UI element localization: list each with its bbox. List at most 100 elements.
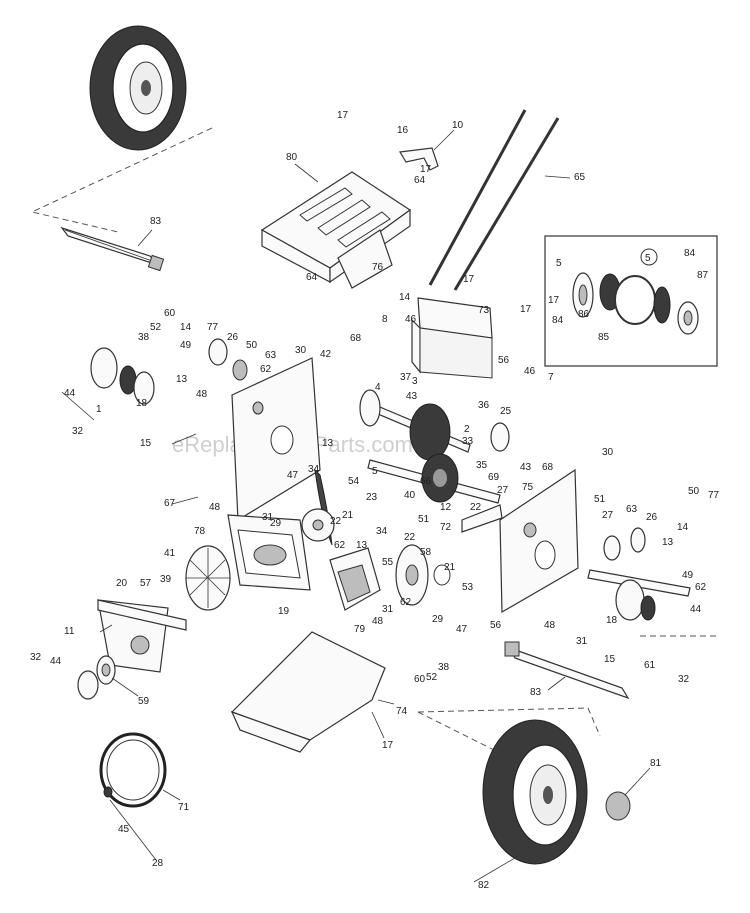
callout-8: 8 bbox=[382, 314, 388, 325]
callout-44: 44 bbox=[690, 604, 702, 615]
callout-22: 22 bbox=[470, 502, 482, 513]
callout-11: 11 bbox=[64, 626, 75, 637]
callout-10: 10 bbox=[452, 120, 464, 131]
callout-14: 14 bbox=[180, 322, 192, 333]
callout-13: 13 bbox=[176, 374, 188, 385]
callout-69: 69 bbox=[488, 472, 500, 483]
callout-40: 40 bbox=[404, 490, 416, 501]
callout-72: 72 bbox=[440, 522, 452, 533]
callout-68: 68 bbox=[350, 333, 362, 344]
callout-1: 1 bbox=[96, 404, 102, 415]
callout-26: 26 bbox=[227, 332, 239, 343]
callout-65: 65 bbox=[574, 172, 586, 183]
callout-32: 32 bbox=[30, 652, 42, 663]
callout-48: 48 bbox=[372, 616, 384, 627]
callout-31: 31 bbox=[262, 512, 274, 523]
callout-20: 20 bbox=[116, 578, 128, 589]
callout-78: 78 bbox=[194, 526, 206, 537]
callout-27: 27 bbox=[602, 510, 614, 521]
callout-41: 41 bbox=[164, 548, 176, 559]
callout-17: 17 bbox=[463, 274, 475, 285]
callout-2: 2 bbox=[464, 424, 470, 435]
callout-66: 66 bbox=[420, 476, 432, 487]
callout-26: 26 bbox=[646, 512, 658, 523]
callout-25: 25 bbox=[500, 406, 512, 417]
callout-48: 48 bbox=[544, 620, 556, 631]
axle-top bbox=[60, 226, 165, 272]
callout-12: 12 bbox=[440, 502, 452, 513]
callout-43: 43 bbox=[406, 391, 418, 402]
callout-48: 48 bbox=[209, 502, 221, 513]
callout-62: 62 bbox=[334, 540, 346, 551]
callout-62: 62 bbox=[400, 597, 412, 608]
callout-53: 53 bbox=[462, 582, 474, 593]
callout-14: 14 bbox=[399, 292, 411, 303]
callout-44: 44 bbox=[50, 656, 62, 667]
callout-29: 29 bbox=[270, 518, 282, 529]
callout-81: 81 bbox=[650, 758, 662, 769]
callout-86: 86 bbox=[578, 309, 590, 320]
callout-28: 28 bbox=[152, 858, 164, 869]
callout-34: 34 bbox=[308, 464, 320, 475]
callout-38: 38 bbox=[438, 662, 450, 673]
callout-23: 23 bbox=[366, 492, 378, 503]
handle-cover bbox=[260, 171, 412, 289]
callout-63: 63 bbox=[626, 504, 638, 515]
callout-21: 21 bbox=[342, 510, 354, 521]
callout-29: 29 bbox=[432, 614, 444, 625]
callout-18: 18 bbox=[606, 615, 618, 626]
callout-13: 13 bbox=[356, 540, 368, 551]
callout-7: 7 bbox=[548, 372, 554, 383]
callout-17: 17 bbox=[548, 295, 560, 306]
callout-82: 82 bbox=[478, 880, 490, 891]
callout-32: 32 bbox=[72, 426, 84, 437]
callout-42: 42 bbox=[320, 349, 332, 360]
callout-87: 87 bbox=[697, 270, 709, 281]
callout-34: 34 bbox=[376, 526, 388, 537]
callout-77: 77 bbox=[207, 322, 219, 333]
callout-63: 63 bbox=[265, 350, 277, 361]
callout-16: 16 bbox=[397, 125, 409, 136]
callout-43: 43 bbox=[520, 462, 532, 473]
callout-62: 62 bbox=[260, 364, 272, 375]
callout-30: 30 bbox=[295, 345, 307, 356]
callout-84: 84 bbox=[552, 315, 564, 326]
callout-5: 5 bbox=[372, 466, 378, 477]
callout-50: 50 bbox=[688, 486, 700, 497]
callout-50: 50 bbox=[246, 340, 258, 351]
callout-59: 59 bbox=[138, 696, 150, 707]
callout-17: 17 bbox=[382, 740, 394, 751]
callout-85: 85 bbox=[598, 332, 610, 343]
inset-box bbox=[544, 235, 718, 367]
callout-36: 36 bbox=[478, 400, 490, 411]
callout-17: 17 bbox=[337, 110, 349, 121]
callout-30: 30 bbox=[602, 447, 614, 458]
callout-45: 45 bbox=[118, 824, 130, 835]
callout-32: 32 bbox=[678, 674, 690, 685]
callout-67: 67 bbox=[164, 498, 176, 509]
callout-38: 38 bbox=[138, 332, 150, 343]
callout-31: 31 bbox=[576, 636, 588, 647]
callout-5-inset: 5 bbox=[556, 258, 562, 269]
callout-19: 19 bbox=[278, 606, 290, 617]
callout-17: 17 bbox=[520, 304, 532, 315]
callout-56: 56 bbox=[498, 355, 510, 366]
callout-22: 22 bbox=[404, 532, 416, 543]
callout-71: 71 bbox=[178, 802, 190, 813]
callout-15: 15 bbox=[140, 438, 152, 449]
callout-46: 46 bbox=[524, 366, 536, 377]
callout-56: 56 bbox=[490, 620, 502, 631]
callout-60: 60 bbox=[164, 308, 176, 319]
callout-21: 21 bbox=[444, 562, 456, 573]
callout-64: 64 bbox=[306, 272, 318, 283]
callout-75: 75 bbox=[522, 482, 534, 493]
callout-68: 68 bbox=[542, 462, 554, 473]
callout-76: 76 bbox=[372, 262, 384, 273]
callout-37: 37 bbox=[400, 372, 412, 383]
leader-lines bbox=[61, 129, 651, 883]
callout-48: 48 bbox=[196, 389, 208, 400]
callout-4: 4 bbox=[375, 382, 381, 393]
callout-54: 54 bbox=[348, 476, 360, 487]
callout-83: 83 bbox=[150, 216, 162, 227]
callout-55: 55 bbox=[382, 557, 394, 568]
